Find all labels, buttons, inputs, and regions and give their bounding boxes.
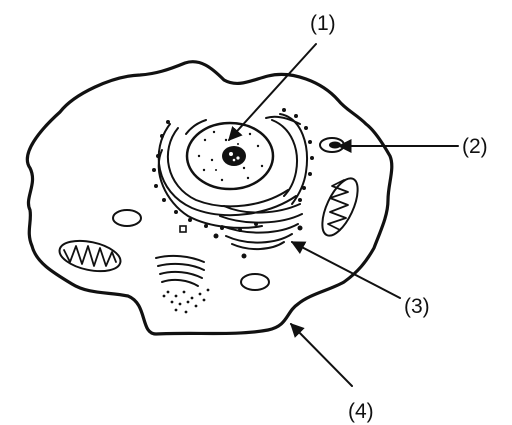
mitochondrion-left bbox=[57, 236, 123, 276]
small-dot bbox=[242, 254, 247, 259]
ribosome-dots bbox=[152, 108, 314, 232]
label-4: (4) bbox=[348, 400, 374, 423]
vacuole-left bbox=[113, 210, 141, 226]
nucleolus bbox=[222, 146, 246, 166]
label-2: (2) bbox=[462, 135, 488, 158]
mitochondrion-right bbox=[315, 173, 365, 240]
label-3: (3) bbox=[404, 295, 430, 318]
label-1: (1) bbox=[310, 12, 336, 35]
leader-line-1 bbox=[229, 44, 316, 140]
cell-membrane bbox=[27, 62, 391, 334]
leader-line-4 bbox=[291, 324, 352, 386]
nucleus bbox=[187, 123, 273, 189]
golgi-stack-small bbox=[156, 256, 209, 313]
rough-endoplasmic-reticulum bbox=[152, 108, 314, 232]
vacuole-lower bbox=[241, 274, 269, 290]
small-granule bbox=[180, 226, 186, 232]
free-ribosome-dots bbox=[163, 289, 210, 314]
leader-line-3 bbox=[292, 242, 400, 298]
